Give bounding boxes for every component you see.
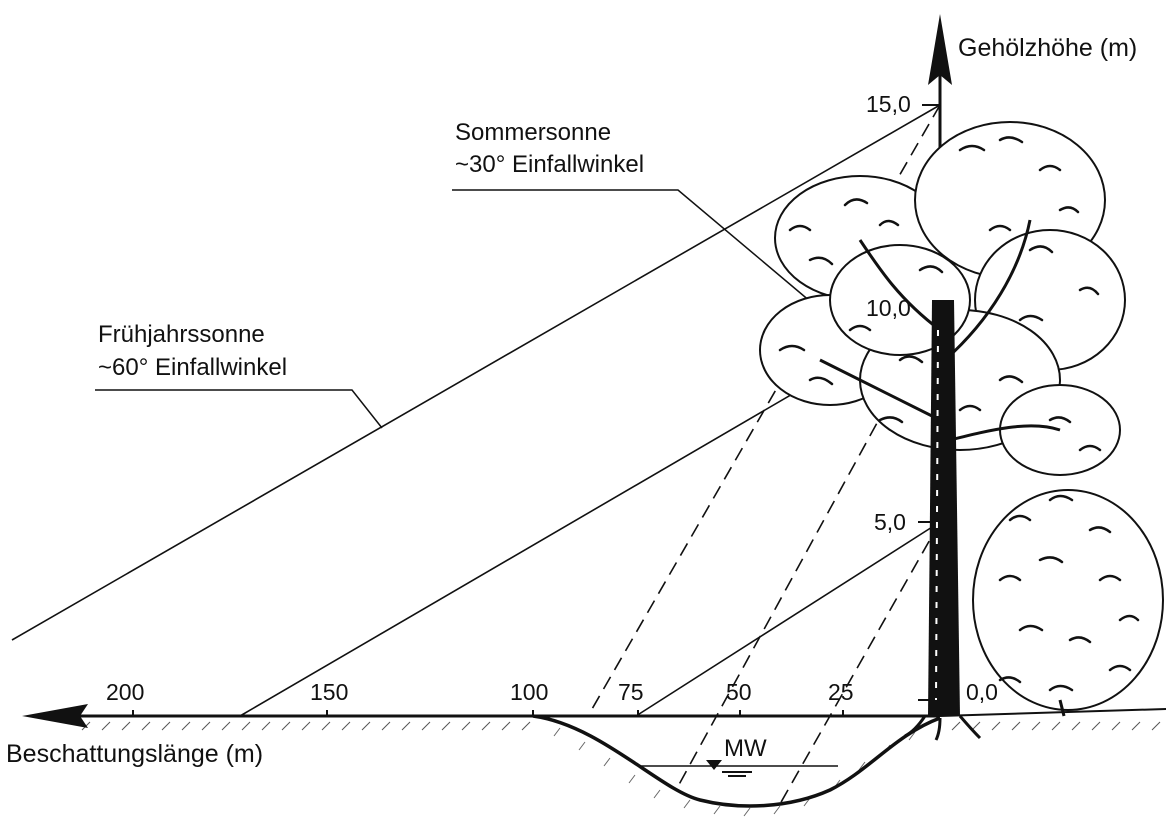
water-level-marker-icon — [706, 760, 722, 770]
water-level-ticks — [722, 771, 752, 777]
x-tick-label-200: 200 — [106, 679, 144, 705]
x-ticks — [132, 710, 844, 716]
summer-leader-line — [452, 189, 831, 319]
y-tick-label-5: 5,0 — [874, 509, 906, 535]
x-axis — [22, 704, 1166, 728]
y-tick-label-15: 15,0 — [866, 91, 911, 117]
x-axis-arrowhead — [22, 704, 88, 728]
y-axis-arrowhead — [928, 14, 952, 85]
annotation-leaders — [95, 189, 831, 429]
ground-hatching — [81, 721, 1161, 731]
x-tick-label-75: 75 — [618, 679, 644, 705]
y-axis-title: Gehölzhöhe (m) — [958, 34, 1137, 62]
spring-sun-title: Frühjahrssonne — [98, 321, 265, 348]
x-axis-title: Beschattungslänge (m) — [6, 740, 263, 768]
tree-illustration — [759, 121, 1126, 741]
y-tick-label-0: 0,0 — [966, 679, 998, 705]
spring-sun-angle: ~60° Einfallwinkel — [98, 354, 287, 381]
y-tick-label-10: 10,0 — [866, 295, 911, 321]
x-tick-label-50: 50 — [726, 679, 752, 705]
shrub-illustration — [972, 489, 1164, 717]
x-tick-label-100: 100 — [510, 679, 548, 705]
x-tick-label-150: 150 — [310, 679, 348, 705]
water-level-label: MW — [724, 735, 767, 762]
spring-leader-line — [95, 389, 383, 429]
summer-sun-angle: ~30° Einfallwinkel — [455, 151, 644, 178]
x-tick-label-25: 25 — [828, 679, 854, 705]
stream-channel — [532, 714, 941, 808]
summer-sun-title: Sommersonne — [455, 119, 611, 146]
